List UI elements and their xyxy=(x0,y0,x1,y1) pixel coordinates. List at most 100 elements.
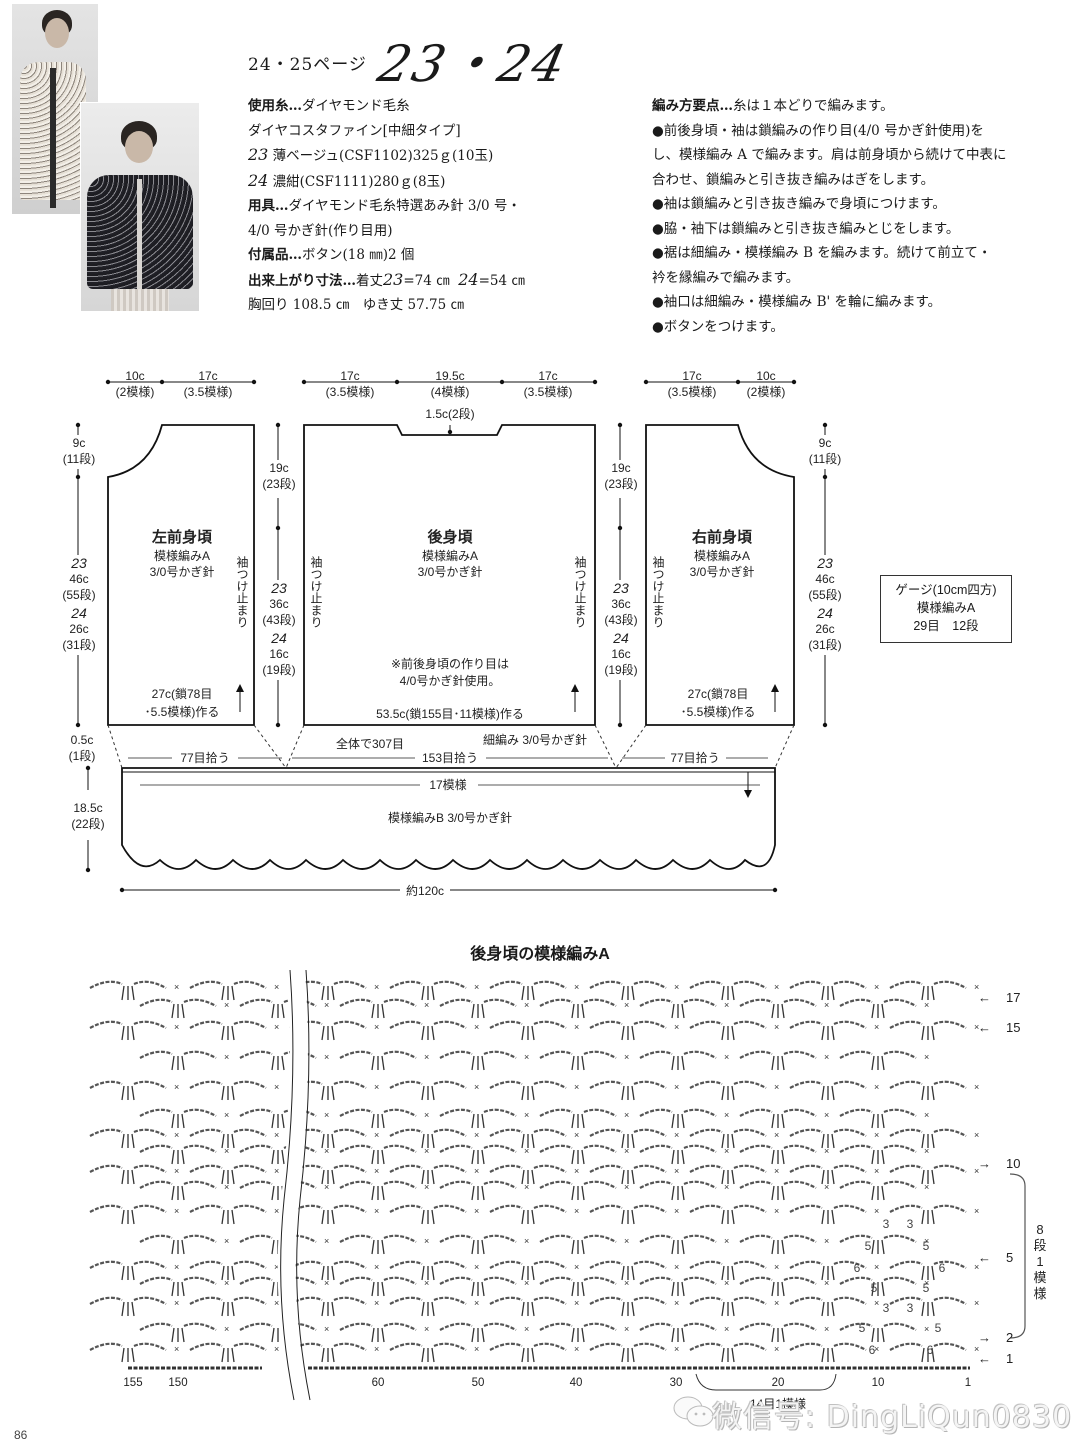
stitch-count: 6 xyxy=(939,1261,946,1275)
stitch-count: 5 xyxy=(865,1239,872,1253)
chain-arc xyxy=(483,1108,517,1117)
treble-stitch xyxy=(481,1239,485,1255)
chain-arc xyxy=(333,1260,367,1269)
treble-stitch xyxy=(731,1301,735,1317)
treble-stitch xyxy=(671,1149,675,1165)
chain-arc xyxy=(589,1128,623,1137)
chain-arc xyxy=(689,1020,723,1029)
notions-line: 付属品…ボタン(18 ㎜)2 個 xyxy=(248,243,628,268)
chain-arc xyxy=(889,1204,923,1213)
chain-arc xyxy=(339,1322,373,1331)
sc-note: 細編み 3/0号かぎ針 xyxy=(483,732,587,747)
repeat-bracket xyxy=(1009,1173,1026,1339)
chain-arc xyxy=(133,1204,167,1213)
treble-stitch xyxy=(881,1003,885,1019)
single-crochet: × xyxy=(974,982,979,992)
treble-stitch xyxy=(571,1239,575,1255)
stitch-count: 3 xyxy=(883,1217,890,1231)
single-crochet: × xyxy=(574,1130,579,1140)
treble-stitch xyxy=(671,1113,675,1129)
chain-arc xyxy=(283,1050,317,1059)
single-crochet: × xyxy=(974,1206,979,1216)
single-crochet: × xyxy=(224,1052,229,1062)
chain-arc xyxy=(533,980,567,989)
back-hook: 3/0号かぎ針 xyxy=(418,564,483,579)
treble-stitch xyxy=(721,1085,725,1101)
treble-stitch xyxy=(471,1113,475,1129)
variant-number: 23 xyxy=(270,580,287,596)
treble-stitch xyxy=(521,1209,525,1225)
chain-arc xyxy=(883,998,917,1007)
repeat-note-char: 段 xyxy=(1033,1238,1046,1253)
treble-stitch xyxy=(831,1265,835,1281)
treble-stitch xyxy=(771,1239,775,1255)
single-crochet: × xyxy=(424,1052,429,1062)
chain-arc xyxy=(283,998,317,1007)
chain-arc xyxy=(639,1108,673,1117)
repeat-note-char: 様 xyxy=(1033,1286,1046,1301)
treble-stitch xyxy=(181,1149,185,1165)
single-crochet: × xyxy=(724,1236,729,1246)
chain-arc xyxy=(183,1108,217,1117)
chain-arc xyxy=(733,1128,767,1137)
treble-stitch xyxy=(131,1347,135,1363)
single-crochet: × xyxy=(574,1262,579,1272)
variant-number: 24 xyxy=(612,630,629,646)
chain-arc xyxy=(633,1080,667,1089)
treble-stitch xyxy=(221,1085,225,1101)
chain-arc xyxy=(639,1322,673,1331)
chain-arc xyxy=(189,1020,223,1029)
chain-arc xyxy=(833,1260,867,1269)
chain-arc xyxy=(689,1260,723,1269)
treble-stitch xyxy=(631,1209,635,1225)
single-crochet: × xyxy=(174,1166,179,1176)
treble-stitch xyxy=(581,1113,585,1129)
chain-arc xyxy=(783,998,817,1007)
treble-stitch xyxy=(721,1301,725,1317)
instructions-intro-line: 編み方要点…糸は１本どりで編みます。 xyxy=(652,94,1062,119)
treble-stitch xyxy=(331,1133,335,1149)
stitch-count: 6 xyxy=(869,1343,876,1357)
treble-stitch xyxy=(681,1185,685,1201)
instruction-line: ●袖は鎖編みと引き抜き編みで身頃につけます。 xyxy=(652,196,946,212)
chain-arc xyxy=(233,1020,267,1029)
treble-stitch xyxy=(381,1281,385,1297)
notions-label: 付属品… xyxy=(248,247,302,263)
chain-arc xyxy=(239,1276,273,1285)
chain-arc xyxy=(233,1128,267,1137)
treble-stitch xyxy=(221,1265,225,1281)
instruction-line: ●脇・袖下は鎖編みと引き抜き編みとじをします。 xyxy=(652,220,960,237)
chain-arc xyxy=(383,1322,417,1331)
variant-number: 23 xyxy=(383,269,404,289)
treble-stitch xyxy=(321,1133,325,1149)
chain-arc xyxy=(139,998,173,1007)
left-front-outline xyxy=(107,424,255,726)
chain-arc xyxy=(539,998,573,1007)
dim-text: (2模様) xyxy=(747,385,786,399)
chain-arc xyxy=(583,1108,617,1117)
chain-arc xyxy=(233,1164,267,1173)
chain-arc xyxy=(539,1050,573,1059)
single-crochet: × xyxy=(574,982,579,992)
single-crochet: × xyxy=(474,1166,479,1176)
chain-arc xyxy=(433,1020,467,1029)
page-reference: 24・25ページ xyxy=(248,55,367,75)
chain-arc xyxy=(89,1020,123,1029)
chain-arc xyxy=(533,1342,567,1351)
right-front-hook: 3/0号かぎ針 xyxy=(690,564,755,579)
single-crochet: × xyxy=(874,1022,879,1032)
treble-stitch xyxy=(571,1185,575,1201)
treble-stitch xyxy=(421,985,425,1001)
single-crochet: × xyxy=(924,1236,929,1246)
chain-arc xyxy=(439,1108,473,1117)
treble-stitch xyxy=(421,1085,425,1101)
treble-stitch xyxy=(481,1327,485,1343)
treble-stitch xyxy=(721,1025,725,1041)
single-crochet: × xyxy=(274,1166,279,1176)
stitch-count: 5 xyxy=(923,1239,930,1253)
treble-stitch xyxy=(731,1025,735,1041)
single-crochet: × xyxy=(924,1000,929,1010)
chain-arc xyxy=(639,1276,673,1285)
chain-arc xyxy=(583,1050,617,1059)
neck-depth: 1.5c(2段) xyxy=(425,406,474,421)
